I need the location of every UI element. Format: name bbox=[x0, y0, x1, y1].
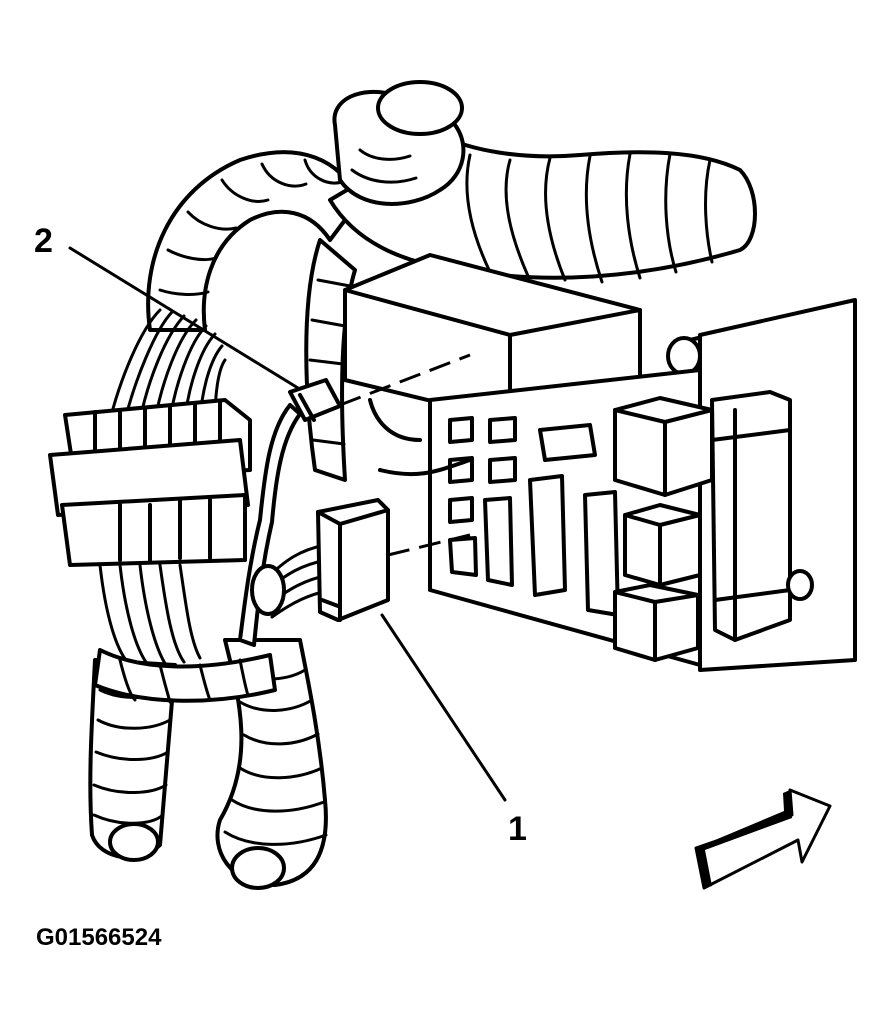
figure-id: G01566524 bbox=[36, 924, 162, 951]
wiring-harness-upper bbox=[146, 80, 787, 482]
callout-1-label: 1 bbox=[508, 810, 527, 848]
connector-1 bbox=[250, 498, 390, 622]
callout-2-label: 2 bbox=[34, 222, 53, 260]
harness-connector-left bbox=[48, 308, 277, 704]
fuse-relay-block bbox=[343, 253, 857, 672]
wiring-harness-left bbox=[88, 658, 177, 862]
wiring-harness-center bbox=[215, 638, 328, 890]
front-arrow-icon bbox=[694, 788, 832, 890]
callout-2-leader bbox=[68, 246, 300, 390]
callout-1-leader bbox=[380, 613, 507, 802]
